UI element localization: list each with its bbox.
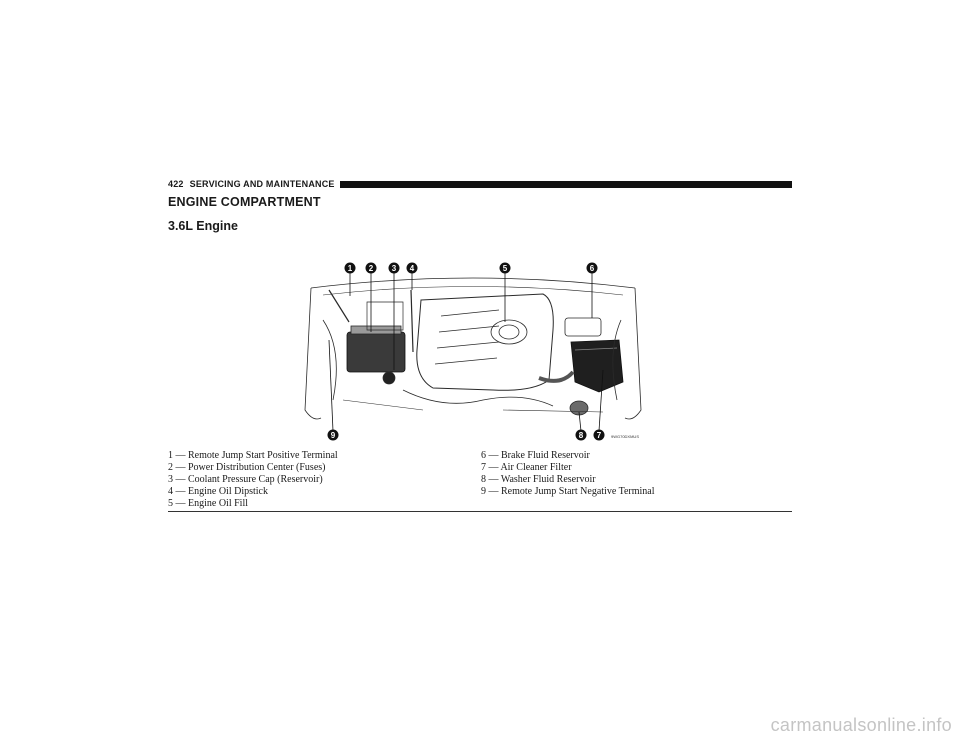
callout-number: 8 [579, 431, 584, 440]
callout-number: 9 [331, 431, 336, 440]
callout-number: 7 [597, 431, 602, 440]
callout-badge [344, 262, 356, 274]
callout-number: 1 [348, 264, 353, 273]
legend-rule [168, 511, 792, 512]
callout-number: 5 [503, 264, 508, 273]
legend-item: 9 — Remote Jump Start Negative Terminal [481, 486, 655, 497]
legend-item: 1 — Remote Jump Start Positive Terminal [168, 450, 338, 461]
callout-badge [593, 429, 605, 441]
legend-item: 5 — Engine Oil Fill [168, 498, 248, 509]
legend-item: 3 — Coolant Pressure Cap (Reservoir) [168, 474, 323, 485]
page-subheading: 3.6L Engine [168, 219, 238, 233]
section-title: SERVICING AND MAINTENANCE [189, 179, 335, 189]
page-heading: ENGINE COMPARTMENT [168, 195, 321, 209]
callout-number: 4 [410, 264, 415, 273]
watermark: carmanualsonline.info [770, 715, 952, 735]
callout-badge [406, 262, 418, 274]
legend-item: 7 — Air Cleaner Filter [481, 462, 572, 473]
callout-badge [388, 262, 400, 274]
image-code: 9WG70DXMUS [611, 434, 639, 439]
legend-item: 4 — Engine Oil Dipstick [168, 486, 268, 497]
legend-item: 8 — Washer Fluid Reservoir [481, 474, 596, 485]
callout-badge [499, 262, 511, 274]
callout-badge [365, 262, 377, 274]
header-rule [339, 180, 792, 188]
legend-item: 2 — Power Distribution Center (Fuses) [168, 462, 326, 473]
callout-number: 2 [369, 264, 374, 273]
callout-badge [586, 262, 598, 274]
page-header: 422 SERVICING AND MAINTENANCE [168, 178, 792, 190]
legend-item: 6 — Brake Fluid Reservoir [481, 450, 590, 461]
legend-column-right: 6 — Brake Fluid Reservoir 7 — Air Cleane… [481, 450, 655, 498]
callout-number: 3 [392, 264, 397, 273]
callout-badge [327, 429, 339, 441]
engine-compartment-illustration: 1 2 3 4 5 6 9 8 7 9WG70DXMUS [303, 260, 643, 442]
page-number: 422 [168, 179, 184, 189]
legend-column-left: 1 — Remote Jump Start Positive Terminal … [168, 450, 338, 510]
callout-number: 6 [590, 264, 595, 273]
callout-badge [575, 429, 587, 441]
